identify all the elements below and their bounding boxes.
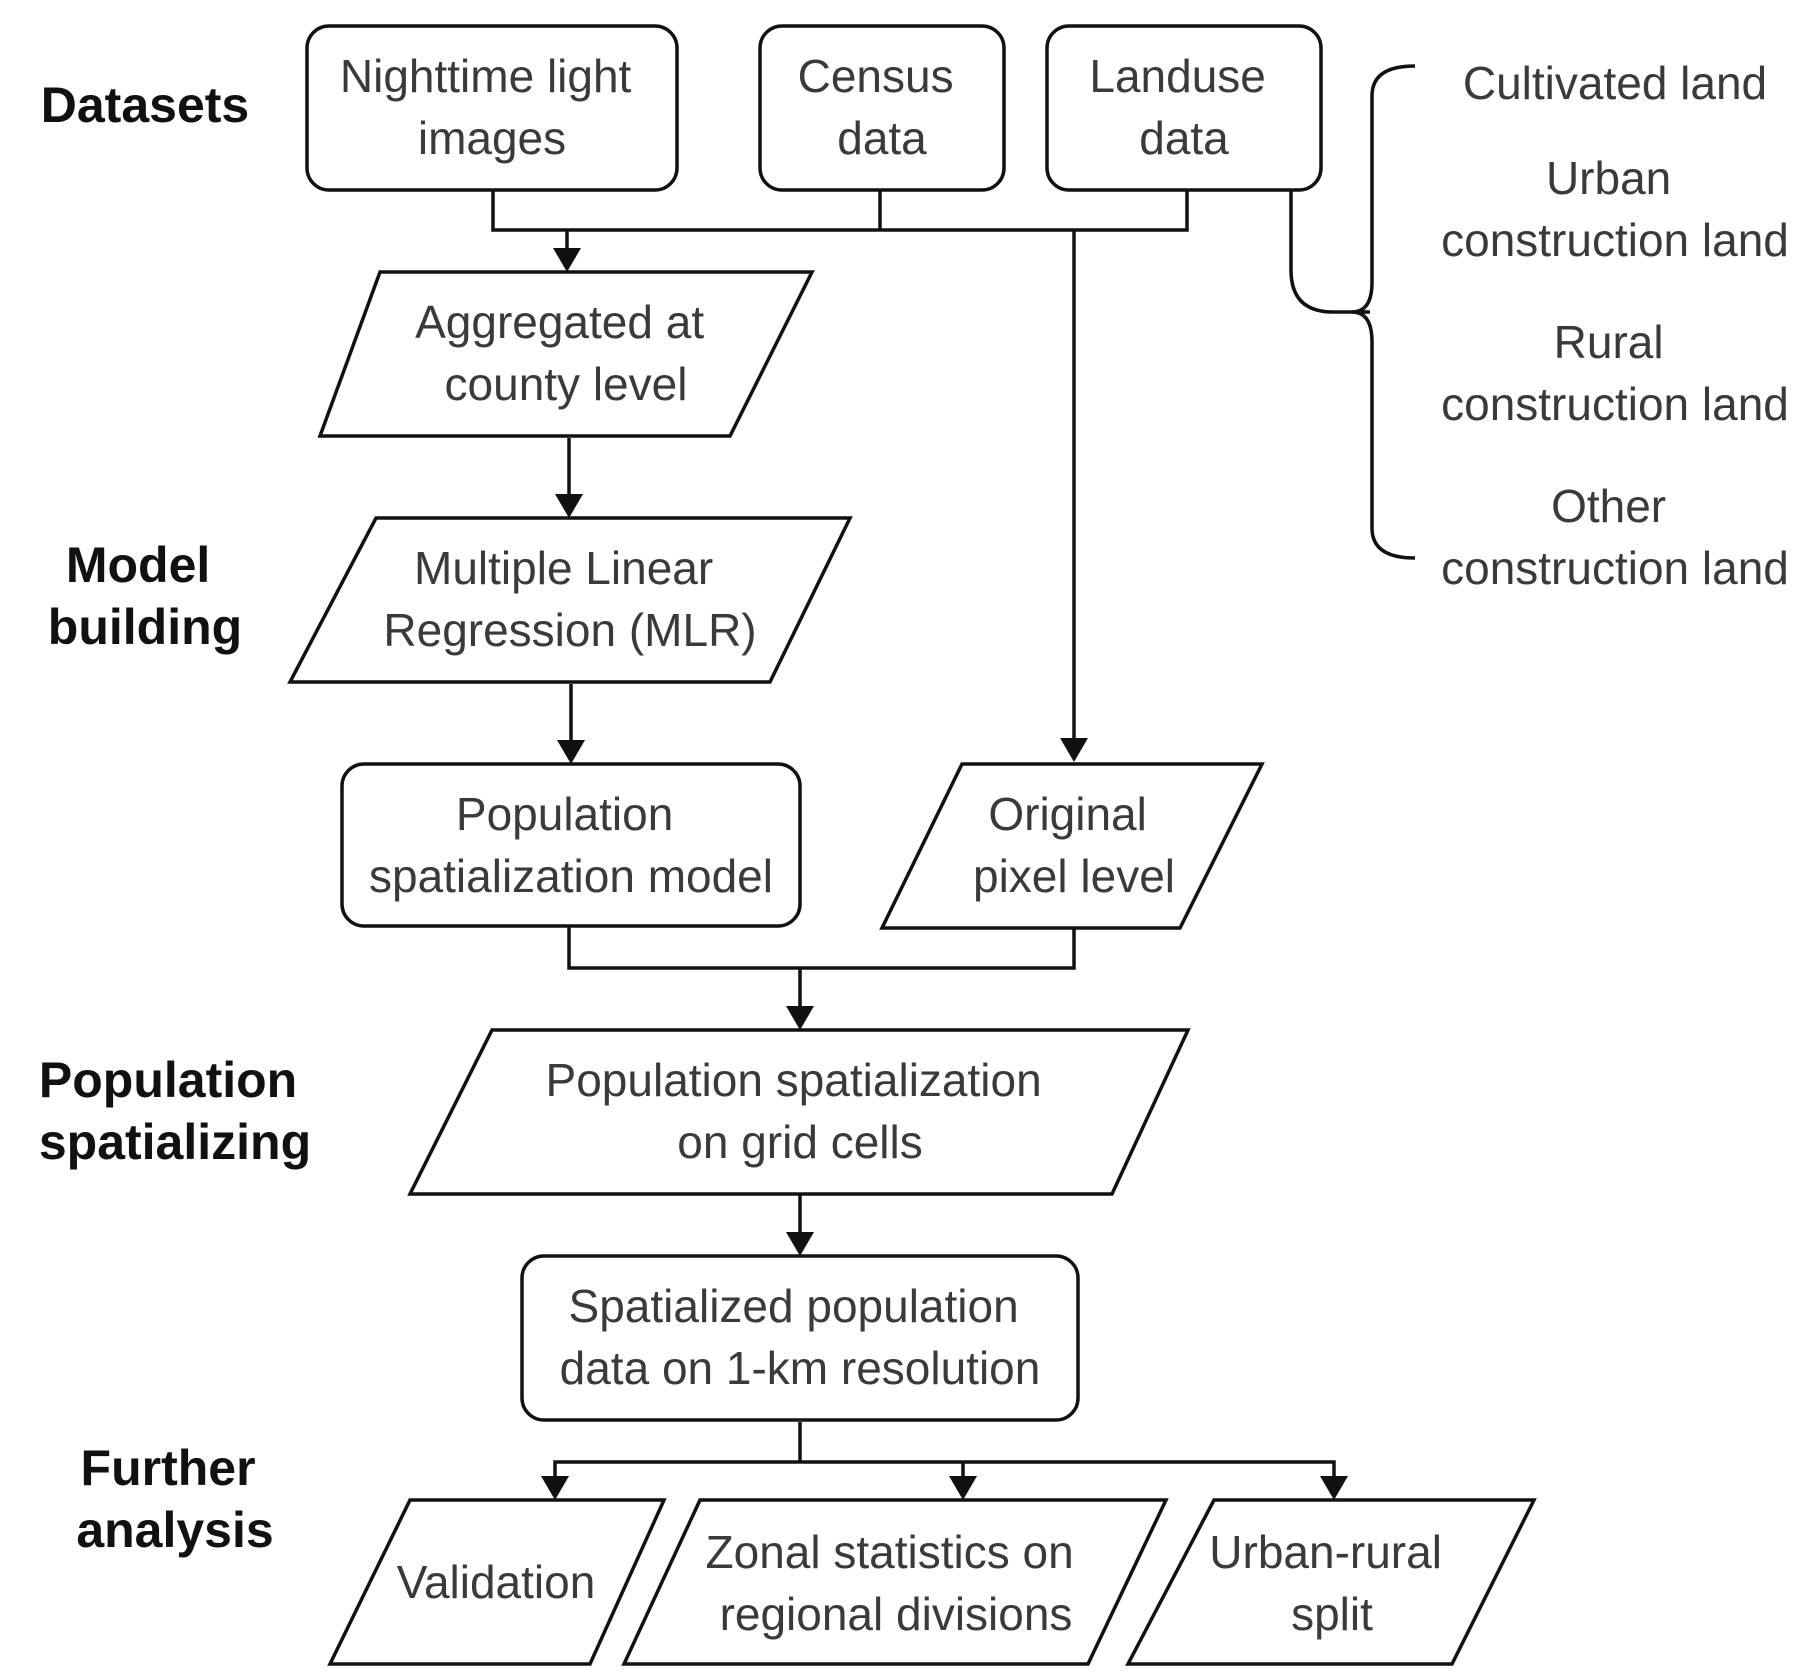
connectors xyxy=(491,64,1416,1500)
stage-model-building-line-2: building xyxy=(48,599,242,655)
node-nighttime-light-label: Nighttime light images xyxy=(340,50,644,164)
landuse-type-urban-line-2: construction land xyxy=(1441,214,1789,266)
landuse-types: Cultivated land Urban construction land … xyxy=(1441,57,1789,594)
node-landuse-line-2: data xyxy=(1139,112,1229,164)
node-validation-line-1: Validation xyxy=(397,1556,596,1608)
node-spatialized-line-1: Spatialized population xyxy=(569,1280,1019,1332)
node-census-line-2: data xyxy=(837,112,927,164)
node-pop-model-box xyxy=(340,762,802,928)
stage-labels: Datasets Model building Population spati… xyxy=(39,77,311,1558)
stage-model-building: Model building xyxy=(48,537,242,655)
node-landuse-label: Landuse data xyxy=(1089,50,1278,164)
node-nighttime-light-box xyxy=(305,24,679,192)
node-nighttime-light-line-2: images xyxy=(418,112,566,164)
node-validation-label: Validation xyxy=(397,1556,596,1608)
node-validation-box xyxy=(327,1498,667,1666)
node-census-label: Census data xyxy=(798,50,967,164)
landuse-type-cultivated: Cultivated land xyxy=(1463,57,1767,109)
connector-landuse-to-bracket xyxy=(1289,190,1370,314)
node-zonal-line-1: Zonal statistics on xyxy=(706,1526,1074,1578)
node-original-pixel-line-1: Original xyxy=(988,788,1147,840)
node-aggregated-line-2: county level xyxy=(445,358,688,410)
node-pop-grid-label: Population spatialization on grid cells xyxy=(546,1054,1055,1168)
node-pop-model-label: Population spatialization model xyxy=(369,788,773,902)
arrowhead-spatialized xyxy=(786,1232,814,1256)
node-urban-rural-box xyxy=(1125,1498,1537,1666)
node-pop-model-line-2: spatialization model xyxy=(369,850,773,902)
node-census-line-1: Census xyxy=(798,50,954,102)
arrowhead-urban-rural xyxy=(1320,1476,1348,1500)
landuse-type-cultivated-line-1: Cultivated land xyxy=(1463,57,1767,109)
arrowhead-pop-model xyxy=(557,740,585,764)
landuse-type-urban-line-1: Urban xyxy=(1546,152,1671,204)
node-pop-grid-line-2: on grid cells xyxy=(677,1116,922,1168)
stage-population-spatializing: Population spatializing xyxy=(39,1052,311,1170)
node-mlr-label: Multiple Linear Regression (MLR) xyxy=(383,542,756,656)
arrowhead-original-pixel xyxy=(1060,738,1088,762)
shapes xyxy=(287,24,1537,1666)
node-mlr-line-2: Regression (MLR) xyxy=(383,604,756,656)
arrowhead-validation xyxy=(541,1476,569,1500)
connector-nighttime-to-merge xyxy=(491,190,1189,232)
landuse-bracket xyxy=(1351,64,1416,560)
arrowhead-mlr xyxy=(555,494,583,518)
node-zonal-label: Zonal statistics on regional divisions xyxy=(706,1526,1087,1640)
node-urban-rural-line-2: split xyxy=(1291,1588,1373,1640)
node-spatialized-line-2: data on 1-km resolution xyxy=(560,1342,1041,1394)
node-pop-grid-line-1: Population spatialization xyxy=(546,1054,1042,1106)
node-aggregated-label: Aggregated at county level xyxy=(415,296,717,410)
stage-datasets-line-1: Datasets xyxy=(41,77,249,133)
stage-further-analysis-line-2: analysis xyxy=(76,1502,273,1558)
node-zonal-line-2: regional divisions xyxy=(720,1588,1073,1640)
stage-population-spatializing-line-2: spatializing xyxy=(39,1114,311,1170)
node-nighttime-light-line-1: Nighttime light xyxy=(340,50,632,102)
node-urban-rural-label: Urban-rural split xyxy=(1209,1526,1454,1640)
node-original-pixel-box xyxy=(879,762,1265,930)
stage-population-spatializing-line-1: Population xyxy=(39,1052,297,1108)
node-pop-grid-box xyxy=(407,1028,1191,1196)
node-labels: Nighttime light images Census data Landu… xyxy=(340,50,1454,1640)
node-pop-model-line-1: Population xyxy=(456,788,673,840)
landuse-type-other-line-2: construction land xyxy=(1441,542,1789,594)
node-aggregated-line-1: Aggregated at xyxy=(415,296,704,348)
node-census-box xyxy=(758,24,1006,192)
stage-model-building-line-1: Model xyxy=(66,537,210,593)
node-spatialized-label: Spatialized population data on 1-km reso… xyxy=(560,1280,1041,1394)
landuse-type-rural-line-2: construction land xyxy=(1441,378,1789,430)
connector-model-pixel-merge xyxy=(567,927,1076,970)
stage-datasets: Datasets xyxy=(41,77,249,133)
node-landuse-box xyxy=(1045,24,1323,192)
stage-further-analysis: Further analysis xyxy=(76,1440,273,1558)
node-spatialized-box xyxy=(520,1254,1080,1422)
landuse-type-other-line-1: Other xyxy=(1551,480,1666,532)
stage-further-analysis-line-1: Further xyxy=(81,1440,256,1496)
node-original-pixel-label: Original pixel level xyxy=(973,788,1175,902)
node-mlr-line-1: Multiple Linear xyxy=(414,542,713,594)
node-urban-rural-line-1: Urban-rural xyxy=(1209,1526,1442,1578)
landuse-type-rural: Rural construction land xyxy=(1441,316,1789,430)
connector-analysis-branch xyxy=(553,1460,1336,1484)
landuse-type-urban: Urban construction land xyxy=(1441,152,1789,266)
node-landuse-line-1: Landuse xyxy=(1089,50,1266,102)
arrowhead-pop-grid xyxy=(786,1006,814,1030)
arrowhead-zonal xyxy=(949,1476,977,1500)
node-mlr-box xyxy=(287,516,853,684)
arrowhead-aggregated xyxy=(553,248,581,272)
node-zonal-box xyxy=(621,1498,1169,1666)
landuse-type-other: Other construction land xyxy=(1441,480,1789,594)
node-original-pixel-line-2: pixel level xyxy=(973,850,1175,902)
node-aggregated-box xyxy=(317,270,815,438)
landuse-type-rural-line-1: Rural xyxy=(1554,316,1664,368)
